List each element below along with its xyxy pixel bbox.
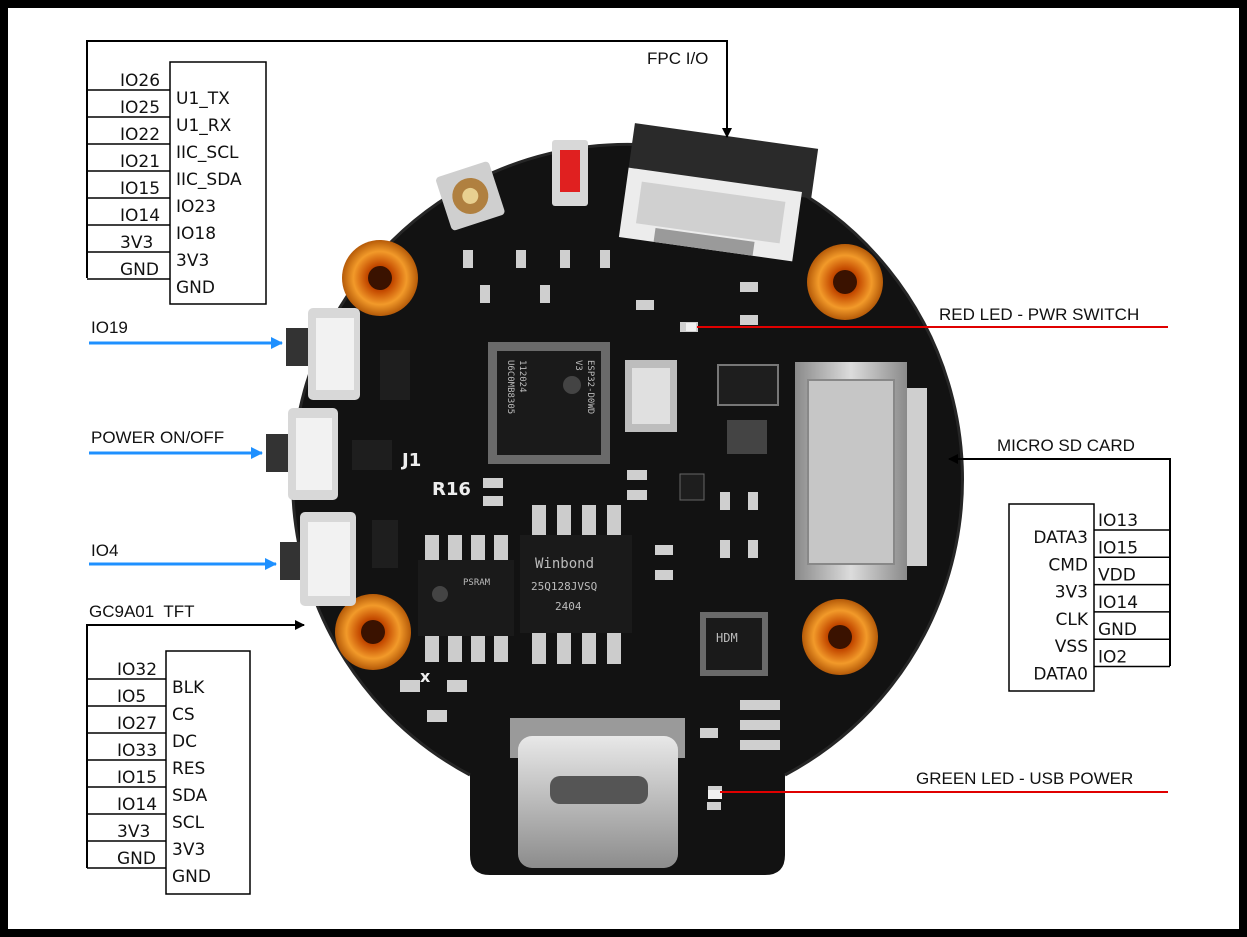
tft-pin-signal: SDA — [172, 786, 208, 806]
psram-mark: PSRAM — [463, 578, 491, 588]
sd-pin-gpio: VDD — [1098, 566, 1136, 586]
sd-pin-signal: DATA3 — [1033, 528, 1088, 548]
fpc-title: FPC I/O — [647, 49, 708, 68]
fpc-pin-gpio: IO25 — [120, 98, 160, 118]
standoff-bottom-right — [802, 599, 878, 675]
sd-pin-gpio: IO15 — [1098, 538, 1138, 558]
tft-pin-gpio: IO33 — [117, 741, 157, 761]
sd-pin-gpio: IO14 — [1098, 593, 1138, 613]
tft-pin-gpio: GND — [117, 849, 156, 869]
sd-pin-gpio: GND — [1098, 620, 1137, 640]
button-io4 — [280, 512, 356, 606]
tft-pin-signal: SCL — [172, 813, 205, 833]
silk-j1: J1 — [400, 450, 421, 471]
fpc-pin-gpio: IO14 — [120, 206, 160, 226]
mcu-mark-3: 112024 — [517, 360, 527, 393]
fpc-pin-signal: 3V3 — [176, 251, 209, 271]
fpc-pin-signal: IIC_SCL — [176, 143, 239, 163]
transistor-1 — [380, 350, 410, 400]
tft-pin-gpio: IO14 — [117, 795, 157, 815]
power-label: POWER ON/OFF — [91, 428, 224, 447]
inductor — [727, 420, 767, 454]
standoff-top-left — [342, 240, 418, 316]
sd-pin-signal: 3V3 — [1055, 583, 1088, 603]
fpc-pin-gpio: IO22 — [120, 125, 160, 145]
fpc-pin-gpio: GND — [120, 260, 159, 280]
green-led-label: GREEN LED - USB POWER — [916, 769, 1133, 788]
antenna-connector — [436, 161, 505, 231]
qfn-chip: HDM — [700, 612, 768, 676]
psram-chip: PSRAM — [418, 535, 514, 662]
io19-label: IO19 — [91, 318, 128, 337]
sd-pin-signal: CMD — [1048, 555, 1088, 575]
fpc-pin-gpio: IO26 — [120, 71, 160, 91]
tft-pin-signal: 3V3 — [172, 840, 205, 860]
red-led — [686, 323, 696, 331]
esp32-chip: ESP32-D0WD V3 112024 U6C0MB8305 — [488, 342, 610, 464]
tft-pin-signal: RES — [172, 759, 205, 779]
button-io19 — [286, 308, 360, 400]
flash-mark-2: 25Q128JVSQ — [531, 580, 597, 593]
fpc-pin-signal: IO23 — [176, 197, 216, 217]
fpc-pin-gpio: 3V3 — [120, 233, 153, 253]
silk-x: x — [420, 667, 431, 686]
green-led — [708, 790, 722, 799]
standoff-top-right — [807, 244, 883, 320]
red-led-label: RED LED - PWR SWITCH — [939, 305, 1139, 324]
tft-pin-signal: DC — [172, 732, 197, 752]
button-callouts: IO19 POWER ON/OFF IO4 — [89, 318, 283, 570]
silk-r16: R16 — [432, 479, 471, 500]
tft-pin-gpio: IO27 — [117, 714, 157, 734]
tft-title: GC9A01 TFT — [89, 602, 195, 621]
sd-pin-signal: VSS — [1055, 637, 1088, 657]
regulator-chip — [717, 364, 779, 406]
flash-mark-3: 2404 — [555, 600, 582, 613]
led-callouts: RED LED - PWR SWITCH GREEN LED - USB POW… — [697, 305, 1168, 793]
tft-pin-gpio: IO15 — [117, 768, 157, 788]
sd-pin-gpio: IO2 — [1098, 648, 1127, 668]
sd-pin-gpio: IO13 — [1098, 511, 1138, 531]
fpc-pin-gpio: IO21 — [120, 152, 160, 172]
qfn-mark: HDM — [716, 631, 738, 645]
mcu-mark-4: U6C0MB8305 — [505, 360, 515, 414]
mcu-mark-1: ESP32-D0WD — [585, 360, 595, 414]
diode — [372, 520, 398, 568]
transistor-2 — [352, 440, 392, 470]
standoff-bottom-left — [335, 594, 411, 670]
sd-title: MICRO SD CARD — [997, 436, 1135, 455]
crystal — [625, 360, 677, 432]
fpc-pin-signal: U1_RX — [176, 116, 232, 136]
tft-pin-gpio: 3V3 — [117, 822, 150, 842]
fpc-pin-signal: GND — [176, 278, 215, 298]
sot-chip — [679, 473, 705, 501]
fpc-pin-signal: IO18 — [176, 224, 216, 244]
sd-pin-signal: DATA0 — [1033, 665, 1088, 685]
power-slide-switch — [552, 140, 588, 206]
usb-c-port — [510, 718, 685, 868]
fpc-pin-signal: U1_TX — [176, 89, 230, 109]
smd-components — [400, 250, 780, 810]
tft-pin-signal: GND — [172, 867, 211, 887]
io4-label: IO4 — [91, 541, 118, 560]
tft-pin-signal: CS — [172, 705, 195, 725]
fpc-pin-signal: IIC_SDA — [176, 170, 242, 190]
sd-pin-signal: CLK — [1056, 610, 1089, 630]
fpc-pin-gpio: IO15 — [120, 179, 160, 199]
micro-sd-slot — [795, 362, 927, 580]
tft-pin-gpio: IO5 — [117, 687, 146, 707]
tft-pin-signal: BLK — [172, 678, 205, 698]
fpc-connector — [618, 123, 819, 262]
flash-mark-1: Winbond — [535, 556, 594, 572]
flash-chip: Winbond 25Q128JVSQ 2404 — [520, 505, 632, 664]
tft-pin-gpio: IO32 — [117, 660, 157, 680]
mcu-mark-2: V3 — [573, 360, 583, 371]
button-power — [266, 408, 338, 500]
